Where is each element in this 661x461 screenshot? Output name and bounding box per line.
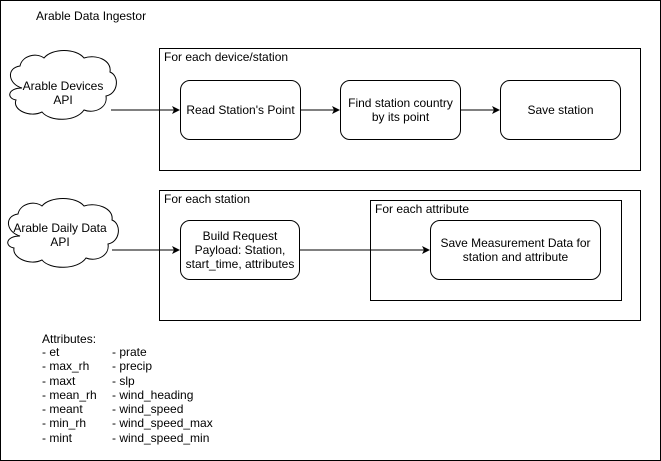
attribute-item: - meant (42, 402, 83, 417)
attribute-item: - precip (112, 359, 153, 374)
group-label-attribute: For each attribute (375, 202, 470, 216)
attribute-item: - max_rh (42, 359, 90, 374)
attribute-item: - wind_speed (112, 402, 184, 417)
cloud-daily-api-line-1: Arable Daily Data (13, 221, 107, 235)
attributes-heading: Attributes: (42, 332, 97, 346)
node-build-request: Build Request Payload: Station, start_ti… (180, 220, 300, 280)
node-find-station-country: Find station country by its point (340, 80, 461, 140)
attributes-column-2: - prate - precip - slp - wind_heading - … (112, 345, 213, 445)
attribute-item: - mint (42, 430, 72, 445)
cloud-shape-daily-api (7, 198, 119, 268)
attribute-item: - wind_speed_min (112, 430, 210, 445)
cloud-daily-api: Arable Daily Data API (8, 220, 112, 250)
attribute-item: - et (42, 345, 60, 359)
attribute-item: - min_rh (42, 416, 87, 431)
node-read-station-point: Read Station's Point (180, 80, 301, 140)
cloud-daily-api-line-2: API (50, 235, 70, 249)
attributes-column-1: - et - max_rh - maxt - mean_rh - meant -… (42, 345, 97, 445)
diagram-title: Arable Data Ingestor (36, 9, 147, 23)
attribute-item: - wind_speed_max (112, 416, 213, 431)
attribute-item: - mean_rh (42, 387, 97, 402)
cloud-devices-api-line-1: Arable Devices (22, 79, 104, 93)
cloud-devices-api: Arable Devices API (14, 78, 112, 108)
attribute-item: - slp (112, 373, 135, 388)
attribute-item: - prate (112, 345, 147, 359)
cloud-devices-api-line-2: API (53, 93, 73, 107)
attribute-item: - maxt (42, 373, 76, 388)
node-save-station: Save station (500, 80, 621, 140)
cloud-shape-devices-api (9, 50, 117, 120)
group-label-station: For each station (164, 192, 251, 206)
node-save-measurement: Save Measurement Data for station and at… (430, 220, 601, 280)
group-label-device-station: For each device/station (164, 50, 289, 64)
attribute-item: - wind_heading (112, 387, 194, 402)
